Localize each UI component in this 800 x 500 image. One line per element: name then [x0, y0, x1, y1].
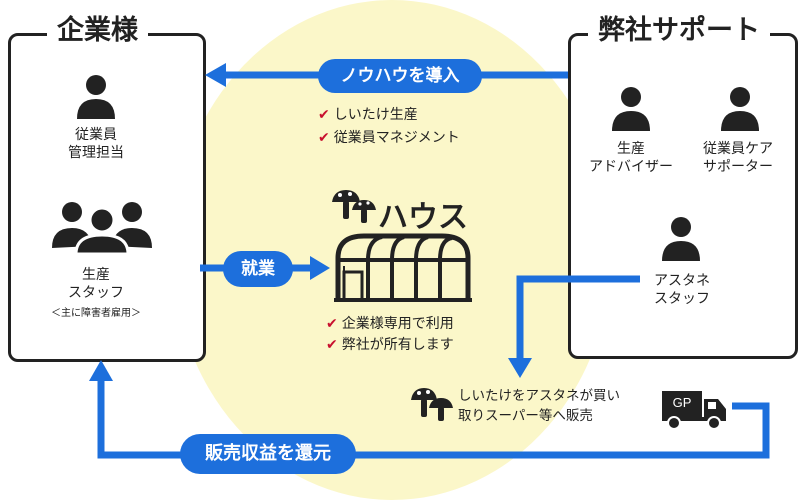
- sale-description: しいたけをアスタネが買い 取りスーパー等へ販売: [458, 386, 620, 426]
- person-icon: [721, 87, 759, 131]
- revenue-label: 販売収益を還元: [180, 434, 356, 474]
- greenhouse-icon: [334, 233, 472, 302]
- truck-shape: [662, 391, 726, 430]
- role-line: 管理担当: [68, 145, 124, 161]
- person-icon: [662, 217, 700, 261]
- employment-label: 就業: [223, 251, 293, 287]
- person-icon: [77, 75, 115, 119]
- company-panel: [8, 33, 206, 362]
- house-note: ✔企業様専用で利用: [326, 314, 454, 334]
- item-text: しいたけ生産: [333, 107, 418, 123]
- truck-icon: GP: [662, 389, 728, 431]
- company-title: 企業様: [47, 14, 148, 48]
- support-role-care: 従業員ケア サポーター: [686, 140, 790, 176]
- role-line: アドバイザー: [589, 159, 673, 175]
- knowhow-label: ノウハウを導入: [318, 59, 482, 93]
- role-line: 従業員: [75, 127, 117, 143]
- item-text: 従業員マネジメント: [333, 130, 460, 146]
- role-line: 従業員ケア: [703, 141, 773, 157]
- support-role-astane: アスタネ スタッフ: [630, 272, 734, 308]
- role-line: 生産: [617, 141, 645, 157]
- mushroom-icon: [411, 388, 453, 421]
- truck-label: GP: [672, 395, 692, 410]
- support-role-advisor: 生産 アドバイザー: [576, 140, 686, 176]
- note-text: 弊社が所有します: [341, 337, 454, 353]
- check-icon: ✔: [326, 316, 338, 332]
- sale-line: 取りスーパー等へ販売: [458, 408, 593, 424]
- role-line: 生産: [82, 267, 110, 283]
- note-text: 企業様専用で利用: [341, 316, 454, 332]
- support-title: 弊社サポート: [588, 14, 770, 48]
- knowhow-item: ✔従業員マネジメント: [318, 128, 460, 148]
- check-icon: ✔: [326, 337, 338, 353]
- check-icon: ✔: [318, 130, 330, 146]
- knowhow-item: ✔しいたけ生産: [318, 105, 418, 125]
- group-icon: [52, 202, 152, 254]
- role-sub: ＜主に障害者雇用＞: [51, 308, 141, 319]
- company-role-staff: 生産 スタッフ ＜主に障害者雇用＞: [44, 266, 148, 323]
- house-title: ハウス: [378, 200, 468, 235]
- person-icon: [612, 87, 650, 131]
- sale-line: しいたけをアスタネが買い: [458, 388, 620, 404]
- role-line: スタッフ: [68, 285, 124, 301]
- mushroom-icon: [332, 190, 376, 223]
- role-line: サポーター: [703, 159, 773, 175]
- role-line: アスタネ: [654, 273, 710, 289]
- role-line: スタッフ: [654, 291, 710, 307]
- company-role-manager: 従業員 管理担当: [44, 126, 148, 162]
- house-note: ✔弊社が所有します: [326, 335, 454, 355]
- check-icon: ✔: [318, 107, 330, 123]
